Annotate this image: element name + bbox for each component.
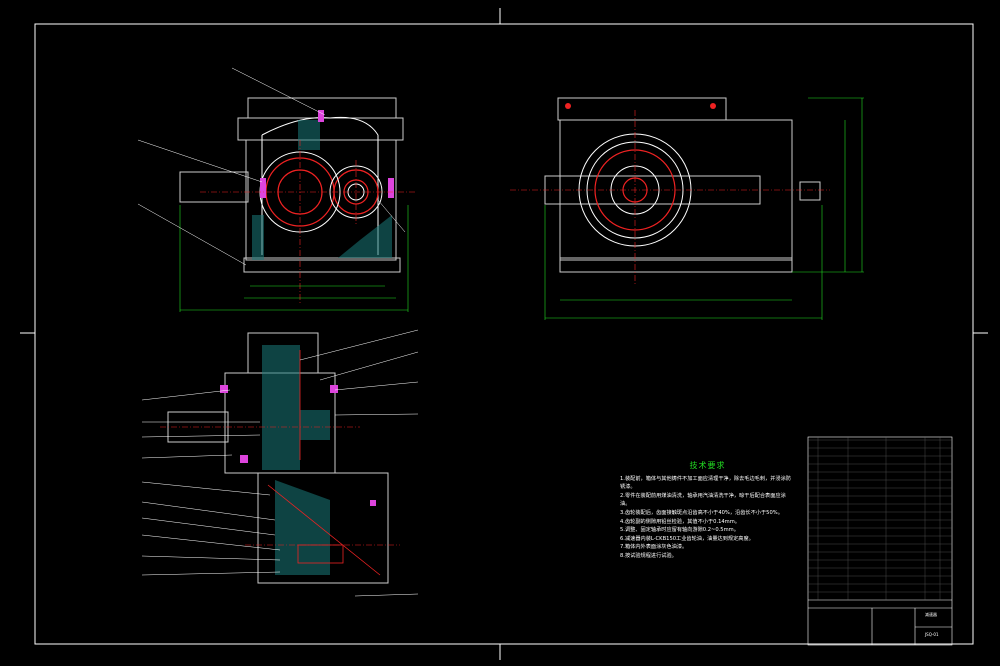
title-block-drawing-no: JSQ-01: [925, 632, 939, 637]
notes-item: 8.按试验规程进行试验。: [620, 552, 677, 559]
notes-item: 5.调整、固定轴承时应留有轴向游隙0.2~0.5mm。: [620, 527, 739, 534]
notes-item: 6.减速器内装L-CKB150工业齿轮油，油量达到规定高度。: [620, 535, 754, 542]
sheet-frame: [20, 8, 988, 660]
side-view: [510, 97, 864, 320]
title-block: [807, 436, 953, 646]
plan-view: [141, 329, 419, 597]
notes-item: 3.齿轮装配后，齿面接触斑点沿齿高不小于40%，沿齿长不小于50%。: [620, 509, 783, 516]
notes-item: 1.装配前，箱体与其他铸件不加工面应清理干净，除去毛边毛刺，并浸涂防锈漆。: [620, 475, 791, 491]
notes-item: 7.箱体内外表面涂灰色油漆。: [620, 544, 688, 551]
notes-item: 2.零件在装配前用煤油清洗，轴承用汽油清洗干净，晾干后配合表面应涂油。: [620, 492, 786, 508]
notes-title: 技术要求: [689, 461, 726, 470]
technical-notes: 技术要求 1.装配前，箱体与其他铸件不加工面应清理干净，除去毛边毛刺，并浸涂防锈…: [620, 461, 795, 561]
notes-item: 4.齿轮副的侧隙用铅丝检验，其值不小于0.14mm。: [620, 518, 740, 525]
title-block-name: 减速器: [925, 612, 937, 617]
front-view: [137, 67, 415, 312]
parts-list: [808, 437, 952, 600]
